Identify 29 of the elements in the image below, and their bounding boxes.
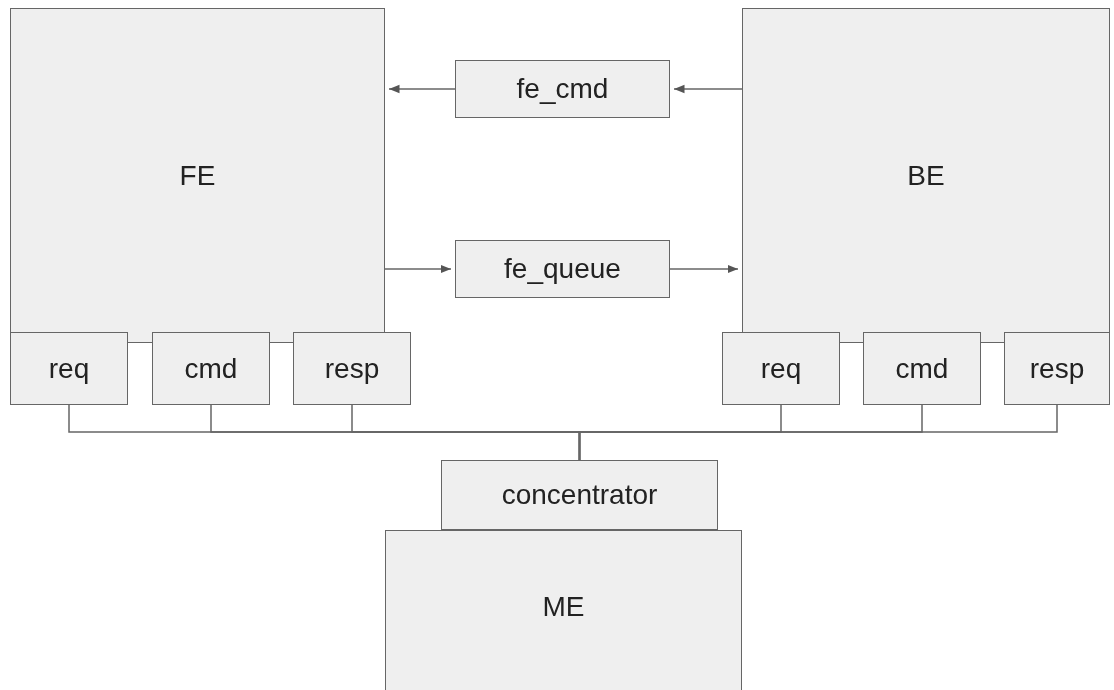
block-label: fe_queue (504, 253, 621, 285)
arrow (388, 84, 456, 94)
block-label: ME (542, 591, 585, 623)
port-box (863, 332, 981, 405)
arrow (669, 264, 739, 274)
port-box (293, 332, 411, 405)
concentrator-box (441, 460, 718, 530)
port-box (152, 332, 270, 405)
arrow (384, 264, 452, 274)
queue-box (455, 240, 670, 298)
bus-line (578, 404, 1058, 461)
block-label: cmd (184, 352, 238, 385)
block-label: req (48, 352, 90, 385)
port-box (1004, 332, 1110, 405)
block-box (10, 8, 385, 343)
block-label: req (760, 352, 802, 385)
block-label: FE (179, 159, 216, 192)
block-label: concentrator (501, 479, 658, 511)
block-label: resp (324, 352, 380, 385)
block-box (385, 530, 742, 690)
block-box (742, 8, 1110, 343)
block-label: fe_cmd (516, 73, 609, 105)
block-label: cmd (895, 352, 949, 385)
arrow (673, 84, 743, 94)
queue-box (455, 60, 670, 118)
port-box (722, 332, 840, 405)
block-label: resp (1029, 352, 1085, 385)
block-label: BE (907, 159, 945, 192)
port-box (10, 332, 128, 405)
